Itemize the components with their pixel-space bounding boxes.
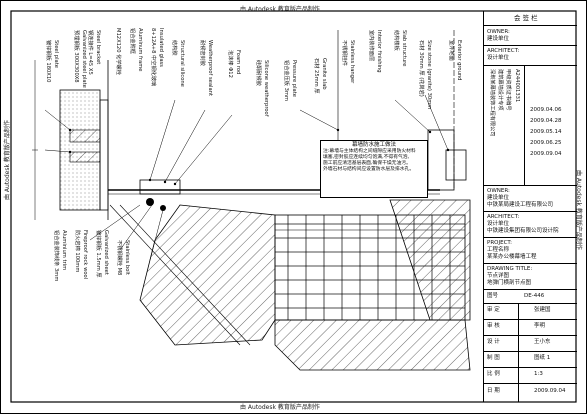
tb-row-4-key: 制 图 bbox=[487, 355, 500, 361]
construction-note-line-4: 外墙石材与结构间应设置防水层及排水孔。 bbox=[323, 167, 415, 172]
tb-header: 会 签 栏 bbox=[514, 14, 538, 22]
note-right-5: 石材 30mm 厚 (花岗岩) bbox=[418, 40, 424, 97]
note-left-top-5: 钢连接件 L=45 X5 bbox=[87, 30, 93, 75]
tb-row-2-key: 审 核 bbox=[487, 323, 500, 329]
tb-owner-label: OWNER: bbox=[487, 29, 510, 35]
construction-note-box: 幕墙防水施工做法 注:幕墙与主体结构之间缝隙应采用防火材料 填塞,密封胶应连续均… bbox=[320, 140, 428, 198]
note-right-6: Size stone (granite) 30mm bbox=[426, 40, 432, 110]
note-left-top-2: Steel plate bbox=[53, 40, 59, 68]
note-left-mid-9: 泡沫棒 Φ12 bbox=[227, 50, 233, 78]
note-mid-8: Stainless hanger bbox=[349, 40, 355, 84]
tb-row-2-value: 李明 bbox=[534, 323, 546, 329]
note-right-4: Slab structure bbox=[401, 30, 407, 67]
note-mid-1: 硅酮耐候胶 bbox=[255, 60, 261, 86]
tb-company: 深圳某幕墙装饰工程有限公司 bbox=[489, 69, 495, 137]
note-right-8: Exterior ground bbox=[456, 40, 462, 81]
tb-date-4: 2009.06.25 bbox=[530, 140, 562, 146]
tb-client-label: OWNER: bbox=[487, 188, 510, 194]
tb-row-5-key: 比 例 bbox=[487, 371, 500, 377]
tb-row-3-value: 王小东 bbox=[534, 339, 551, 345]
tb-number-value: DE-446 bbox=[524, 293, 545, 299]
note-left-bottom-5: 镀锌钢板 1.5mm 厚 bbox=[95, 230, 101, 278]
tb-row-6-value: 2009.09.04 bbox=[534, 388, 566, 394]
note-left-mid-1: 铝合金附框 bbox=[129, 28, 135, 54]
note-left-mid-10: Foam rod bbox=[235, 50, 241, 75]
tb-client: 建设单位 bbox=[487, 195, 510, 201]
tb-row-6-key: 日 期 bbox=[487, 388, 500, 394]
tb-project-name: 工程名称 bbox=[487, 247, 510, 253]
note-left-bottom-6: Galvanized sheet bbox=[103, 230, 109, 275]
tb-project-value: 某某办公楼幕墙工程 bbox=[487, 254, 537, 260]
note-left-mid-3: 8+12A+8 中空钢化玻璃 bbox=[150, 28, 156, 87]
tb-date-5: 2009.09.04 bbox=[530, 151, 562, 157]
note-left-mid-8: Weatherproof sealant bbox=[207, 40, 213, 96]
note-left-mid-5: 结构胶 bbox=[171, 40, 177, 56]
tb-cert: 甲级资质证书编号 bbox=[505, 69, 511, 111]
tb-architect2-label: ARCHITECT: bbox=[487, 214, 520, 220]
watermark-left: 由 Autodesk 教育版产品制作 bbox=[4, 120, 11, 200]
note-left-bottom-8: Stainless bolt bbox=[124, 240, 130, 275]
note-left-bottom-4: Fireproof rock wool bbox=[82, 230, 88, 280]
tb-architect-label: ARCHITECT: bbox=[487, 48, 520, 54]
construction-note-line-2: 填塞,密封胶应连续均匀饱满,不得有气泡, bbox=[323, 155, 410, 160]
construction-note-line-1: 注:幕墙与主体结构之间缝隙应采用防火材料 bbox=[323, 149, 416, 154]
tb-row-3-key: 设 计 bbox=[487, 339, 500, 345]
tb-date-3: 2009.05.14 bbox=[530, 129, 562, 135]
note-right-3: 结构楼板 bbox=[393, 30, 399, 51]
tb-project-company: 中铁某局建设工程有限公司 bbox=[487, 202, 554, 208]
note-left-mid-2: Aluminum frame bbox=[137, 28, 143, 72]
tb-row-1-value: 张建国 bbox=[534, 307, 551, 313]
construction-note-line-3: 施工前应清洁基层表面,确保干燥无油污。 bbox=[323, 161, 411, 166]
note-right-7: 室外地面 bbox=[448, 40, 454, 61]
tb-row-5-value: 1:3 bbox=[534, 371, 543, 377]
note-left-bottom-1: 铝合金装饰线条 3mm bbox=[53, 230, 59, 282]
tb-architect2: 设计单位 bbox=[487, 221, 510, 227]
note-mid-6: Granite slab bbox=[321, 58, 327, 90]
note-left-bottom-7: 不锈钢螺栓 M8 bbox=[116, 240, 122, 276]
note-mid-3: 铝合金压板 3mm bbox=[283, 60, 289, 101]
note-left-mid-4: Insulated glass bbox=[158, 28, 164, 67]
note-left-top-7: M12X120 化学螺栓 bbox=[115, 28, 121, 75]
tb-owner: 建设单位 bbox=[487, 36, 510, 42]
watermark-top: 由 Autodesk 教育版产品制作 bbox=[240, 6, 320, 13]
tb-row-1-key: 审 定 bbox=[487, 307, 500, 313]
title-block: 会 签 栏 OWNER: 建设单位 ARCHITECT: 设计单位 深圳某幕墙装… bbox=[483, 11, 577, 402]
note-left-bottom-2: Aluminium trim bbox=[61, 230, 67, 271]
tb-row-4-value: 图纸 1 bbox=[534, 355, 551, 361]
tb-date-1: 2009.04.06 bbox=[530, 107, 562, 113]
note-mid-5: 石材 25mm 厚 bbox=[313, 58, 319, 94]
note-left-top-3: 预埋钢板 300X300X8 bbox=[73, 30, 79, 83]
note-right-1: 室内装修面层 bbox=[368, 30, 374, 62]
watermark-bottom: 由 Autodesk 教育版产品制作 bbox=[240, 404, 320, 411]
note-left-top-1: 镀锌钢板 180X10 bbox=[45, 40, 51, 83]
tb-date-2: 2009.04.28 bbox=[530, 118, 562, 124]
tb-project-label: PROJECT: bbox=[487, 240, 513, 246]
note-right-2: Interior finishing bbox=[376, 30, 382, 73]
note-left-mid-7: 耐候密封胶 bbox=[199, 40, 205, 66]
tb-drawing-label: DRAWING TITLE: bbox=[487, 266, 533, 272]
note-left-mid-6: Structural silicone bbox=[179, 40, 185, 87]
note-mid-2: Silicone weatherproof bbox=[263, 60, 269, 117]
note-mid-4: Pressure plate bbox=[291, 60, 297, 97]
tb-design-co: 中铁建设集团有限公司设计院 bbox=[487, 228, 559, 234]
note-left-top-6: Steel bracket bbox=[95, 30, 101, 65]
tb-cert-no: A244001331 bbox=[514, 69, 520, 103]
construction-note-title: 幕墙防水施工做法 bbox=[351, 142, 396, 148]
tb-drawing-value: 地弹门横剖节点图 bbox=[487, 280, 532, 286]
tb-drawing-title: 节点详图 bbox=[487, 273, 510, 279]
note-left-bottom-3: 防火岩棉 100mm bbox=[74, 230, 80, 273]
note-mid-7: 不锈钢挂件 bbox=[341, 40, 347, 66]
tb-architect: 设计单位 bbox=[487, 55, 510, 61]
tb-company2: 建筑幕墙设计专项 bbox=[497, 69, 503, 111]
tb-number-label: 图号 bbox=[487, 293, 499, 299]
